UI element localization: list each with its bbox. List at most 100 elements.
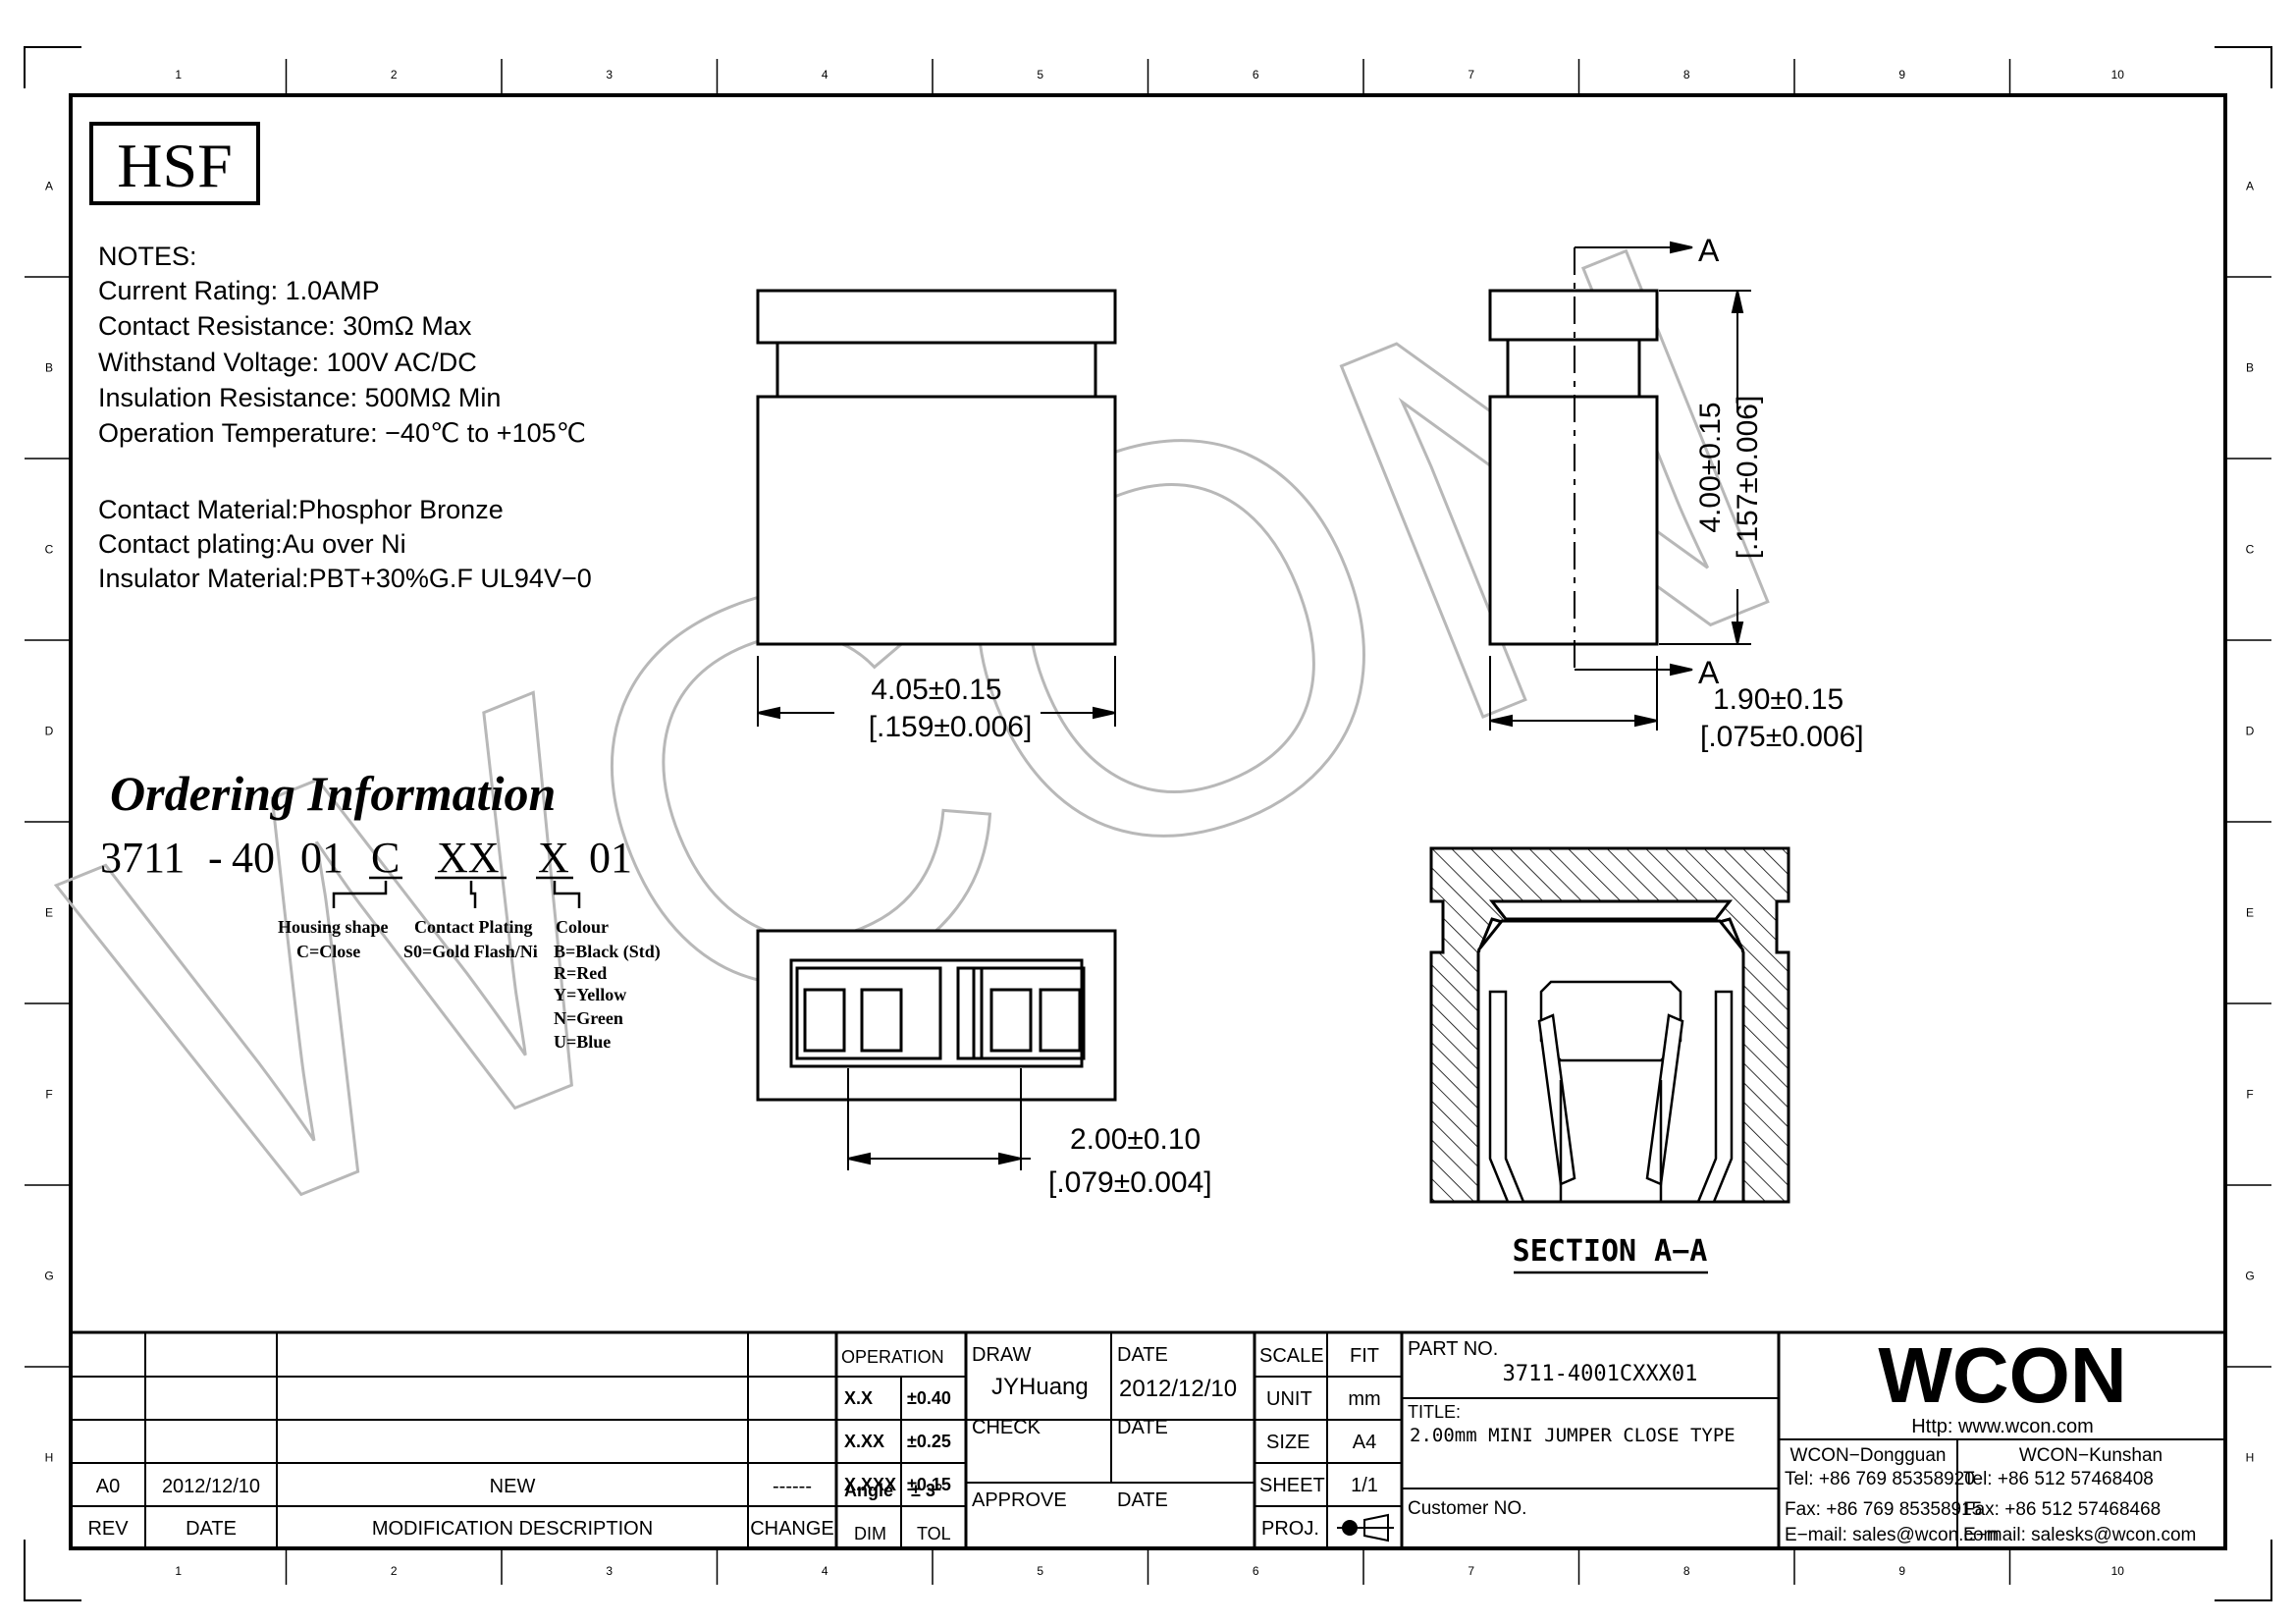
zone-label: B [2246, 361, 2254, 375]
zone-label: H [45, 1451, 54, 1465]
depth-dimension [1489, 656, 1658, 731]
zone-label: 4 [822, 1564, 828, 1578]
kunshan-office: WCON−Kunshan [2019, 1445, 2163, 1466]
check-date-label: DATE [1117, 1417, 1168, 1438]
colour-option: U=Blue [554, 1032, 611, 1052]
sheet-label: SHEET [1259, 1475, 1325, 1496]
rev-header: REV [87, 1518, 129, 1540]
check-label: CHECK [972, 1417, 1041, 1438]
zone-label: 1 [175, 68, 182, 81]
zone-label: E [2246, 906, 2254, 920]
code-leaders [332, 876, 581, 908]
draw-label: DRAW [972, 1344, 1031, 1366]
height-inch: [.157±0.006] [1732, 396, 1764, 560]
approve-label: APPROVE [972, 1489, 1067, 1511]
ordering-code: 3711 - 40 01 C XX X 01 [100, 834, 632, 882]
part-no-label: PART NO. [1408, 1338, 1498, 1360]
mod-header: MODIFICATION DESCRIPTION [372, 1518, 653, 1540]
notes-line: Contact plating:Au over Ni [98, 529, 406, 559]
zone-ticks [25, 59, 2271, 1585]
zone-label: A [45, 180, 53, 193]
width-mm: 4.05±0.15 [871, 674, 1001, 706]
date-header: DATE [186, 1518, 237, 1540]
kunshan-tel: Tel: +86 512 57468408 [1963, 1469, 2154, 1489]
rev-date-value: 2012/12/10 [162, 1476, 260, 1497]
zone-label: G [2245, 1270, 2254, 1283]
notes-line: NOTES: [98, 242, 197, 271]
unit-label: UNIT [1266, 1388, 1312, 1410]
depth-dimension-text: 1.90±0.15 [.075±0.006] [1700, 683, 1864, 753]
zone-label: 2 [391, 1564, 398, 1578]
kunshan-email: E−mail: salesks@wcon.com [1963, 1525, 2196, 1545]
zone-label: C [45, 543, 54, 557]
tol-label: TOL [917, 1524, 951, 1543]
tol-val: ±0.25 [907, 1432, 951, 1451]
plating-option: S0=Gold Flash/Ni [403, 942, 538, 961]
notes-line: Insulation Resistance: 500MΩ Min [98, 383, 501, 412]
height-mm: 4.00±0.15 [1694, 402, 1727, 532]
code-part: 01 [589, 834, 632, 882]
code-part: X [538, 834, 569, 882]
part-no: 3711-4001CXXX01 [1503, 1362, 1698, 1386]
colour-title: Colour [556, 917, 609, 937]
plating-title: Contact Plating [414, 917, 533, 937]
section-marker-bottom: A [1698, 655, 1720, 690]
notes-line: Contact Resistance: 30mΩ Max [98, 311, 472, 341]
revision-table: A0 2012/12/10 NEW ------ REV DATE MODIFI… [87, 1476, 833, 1540]
zone-label: 4 [822, 68, 828, 81]
zone-label: 9 [1898, 68, 1905, 81]
tol-key: Angle [844, 1481, 893, 1500]
height-dimension-text: 4.00±0.15 [.157±0.006] [1694, 396, 1764, 560]
colour-option: R=Red [554, 963, 607, 983]
drawing-title: 2.00mm MINI JUMPER CLOSE TYPE [1410, 1425, 1735, 1446]
rev-change-value: ------ [773, 1476, 812, 1497]
code-part: 40 [232, 834, 275, 882]
zone-label: 5 [1037, 1564, 1043, 1578]
zone-label: 5 [1037, 68, 1043, 81]
notes-line: Withstand Voltage: 100V AC/DC [98, 348, 477, 377]
zone-label: 3 [606, 68, 613, 81]
tol-key: X.XX [844, 1432, 884, 1451]
unit-value: mm [1348, 1388, 1380, 1410]
zone-label: D [45, 725, 54, 738]
zone-label: 10 [2111, 68, 2125, 81]
code-part: C [371, 834, 400, 882]
colour-option: B=Black (Std) [554, 942, 661, 962]
dongguan-fax: Fax: +86 769 85358915 [1785, 1499, 1982, 1520]
housing-option: C=Close [296, 942, 360, 961]
change-header: CHANGE [750, 1518, 834, 1540]
width-inch: [.159±0.006] [869, 711, 1033, 743]
dim-label: DIM [854, 1524, 886, 1543]
rev-value: A0 [96, 1476, 120, 1497]
zone-label: F [2246, 1088, 2253, 1102]
operation-label: OPERATION [841, 1347, 944, 1367]
depth-mm: 1.90±0.15 [1713, 683, 1843, 716]
pitch-mm: 2.00±0.10 [1070, 1123, 1201, 1156]
zone-label: 3 [606, 1564, 613, 1578]
company-block: WCON Http: www.wcon.com WCON−Dongguan Te… [1785, 1331, 2196, 1545]
zone-label: 7 [1468, 1564, 1474, 1578]
zone-label: B [45, 361, 53, 375]
front-view [756, 289, 1117, 646]
notes-line: Insulator Material:PBT+30%G.F UL94V−0 [98, 564, 592, 593]
zone-label: 2 [391, 68, 398, 81]
tol-key: X.XXX [844, 1475, 896, 1494]
depth-inch: [.075±0.006] [1700, 721, 1864, 753]
dongguan-tel: Tel: +86 769 85358920 [1785, 1469, 1975, 1489]
width-dimension-text: 4.05±0.15 [.159±0.006] [869, 674, 1033, 743]
colour-option: Y=Yellow [554, 985, 626, 1004]
code-part: 3711 [100, 834, 185, 882]
zone-label: E [45, 906, 53, 920]
zone-label: 9 [1898, 1564, 1905, 1578]
scale-block: SCALE FIT UNIT mm SIZE A4 SHEET 1/1 PROJ… [1259, 1345, 1381, 1540]
code-part: 01 [300, 834, 344, 882]
zone-label: 6 [1253, 68, 1259, 81]
size-label: SIZE [1266, 1432, 1309, 1453]
zone-label: G [44, 1270, 53, 1283]
company-website: Http: www.wcon.com [1911, 1416, 2094, 1437]
tol-val: ±0.15 [907, 1475, 951, 1494]
zone-label: 6 [1253, 1564, 1259, 1578]
tol-key: X.X [844, 1388, 873, 1408]
